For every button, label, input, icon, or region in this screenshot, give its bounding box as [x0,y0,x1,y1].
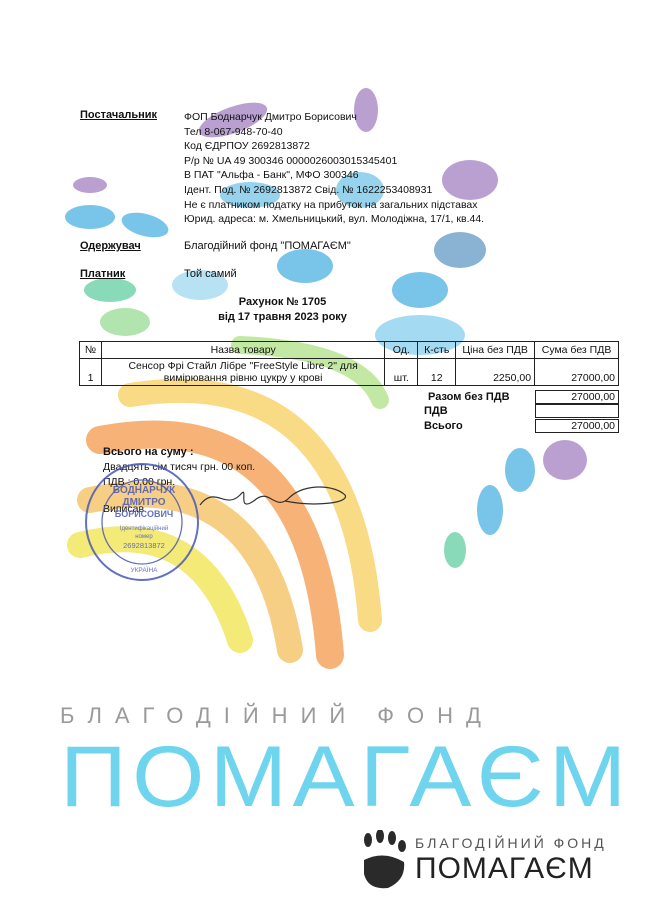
items-table: № Назва товару Од. К-сть Ціна без ПДВ Су… [79,341,619,386]
vat-value [535,404,619,418]
petal-purple-3 [442,160,498,200]
petal-blue-7 [434,232,486,268]
logo-subtitle: БЛАГОДІЙНИЙ ФОНД [415,835,607,851]
cell-sum: 27000,00 [534,358,619,386]
svg-text:БОРИСОВИЧ: БОРИСОВИЧ [115,509,174,519]
logo-title: ПОМАГАЄМ [415,852,594,885]
petal-green-2 [100,308,150,336]
supplier-line: Тел 8-067-948-70-40 [184,125,283,138]
col-header: К-сть [417,341,457,359]
petal-blue-6 [172,270,228,300]
petal-blue-3 [220,182,280,208]
svg-text:номер: номер [135,534,153,540]
petal-green-1 [84,278,136,302]
stamp-seal: БОДНАРЧУК ДМИТРО БОРИСОВИЧ Ідентифікацій… [85,463,199,581]
col-header: Сума без ПДВ [534,341,619,359]
cell-price: 2250,00 [455,358,536,386]
svg-text:УКРАЇНА: УКРАЇНА [131,566,159,574]
col-header: Од. [384,341,419,359]
col-header: Назва товару [100,341,386,359]
vat-label: ПДВ [424,405,448,417]
signature [199,486,346,506]
subtotal-label: Разом без ПДВ [428,391,510,403]
table-header-row: № Назва товару Од. К-сть Ціна без ПДВ Су… [79,341,619,359]
total-label: Всього [424,420,463,432]
svg-text:БОДНАРЧУК: БОДНАРЧУК [113,485,176,496]
payer-value: Той самий [184,268,237,280]
petal-purple-4 [73,177,107,193]
recipient-value: Благодійний фонд "ПОМАГАЄМ" [184,240,351,252]
supplier-line: Код ЄДРПОУ 2692813872 [184,140,310,153]
cell-number: 1 [79,358,102,386]
supplier-line: В ПАТ "Альфа - Банк", МФО 300346 [184,169,359,182]
petal-blue-10 [505,448,535,492]
petal-green-3 [444,532,466,568]
sum-label: Всього на суму : [103,446,194,458]
supplier-details: ФОП Боднарчук Дмитро Борисович Тел 8-067… [184,110,484,227]
col-header: № [79,341,102,359]
supplier-line: Р/р № UA 49 300346 0000026003015345401 [184,154,398,167]
handprint-logo-icon [364,830,406,889]
total-value: 27000,00 [535,419,619,433]
supplier-line: Юрид. адреса: м. Хмельницький, вул. Моло… [184,213,485,226]
cell-unit: шт. [384,358,419,386]
svg-text:ДМИТРО: ДМИТРО [122,497,165,508]
payer-label: Платник [80,268,126,280]
subtotal-value: 27000,00 [535,390,619,404]
supplier-line: Ідент. Под. № 2692813872 Свід. № 1622253… [184,183,433,196]
brand-subtitle: БЛАГОДІЙНИЙ ФОНД [60,703,494,728]
petal-purple-5 [543,440,587,480]
cell-qty: 12 [417,358,457,386]
petal-blue-4 [336,172,384,208]
supplier-line: Не є платником податку на прибуток на за… [184,198,478,211]
brand-title: ПОМАГАЄМ [60,729,632,825]
petal-blue-5 [277,249,333,283]
petal-blue-11 [477,485,503,535]
svg-text:Ідентифікаційний: Ідентифікаційний [120,525,168,532]
vat-line: ПДВ : 0,00 грн. [103,476,176,488]
recipient-label: Одержувач [80,240,141,252]
supplier-line: ФОП Боднарчук Дмитро Борисович [184,111,357,123]
cell-product: Сенсор Фрі Стайл Лібре "FreeStyle Libre … [100,358,386,386]
petal-blue-2 [121,212,169,238]
petal-blue-8 [392,272,448,308]
col-header: Ціна без ПДВ [455,341,536,359]
issued-label: Виписав [103,503,145,515]
invoice-title: Рахунок № 1705 [238,296,327,308]
svg-text:2692813872: 2692813872 [123,541,165,550]
supplier-label: Постачальник [80,109,157,121]
petal-blue-1 [65,205,115,229]
invoice-date: від 17 травня 2023 року [218,311,347,323]
petal-purple-2 [354,88,378,132]
petal-purple-1 [198,102,268,138]
table-row: 1 Сенсор Фрі Стайл Лібре "FreeStyle Libr… [79,358,619,386]
